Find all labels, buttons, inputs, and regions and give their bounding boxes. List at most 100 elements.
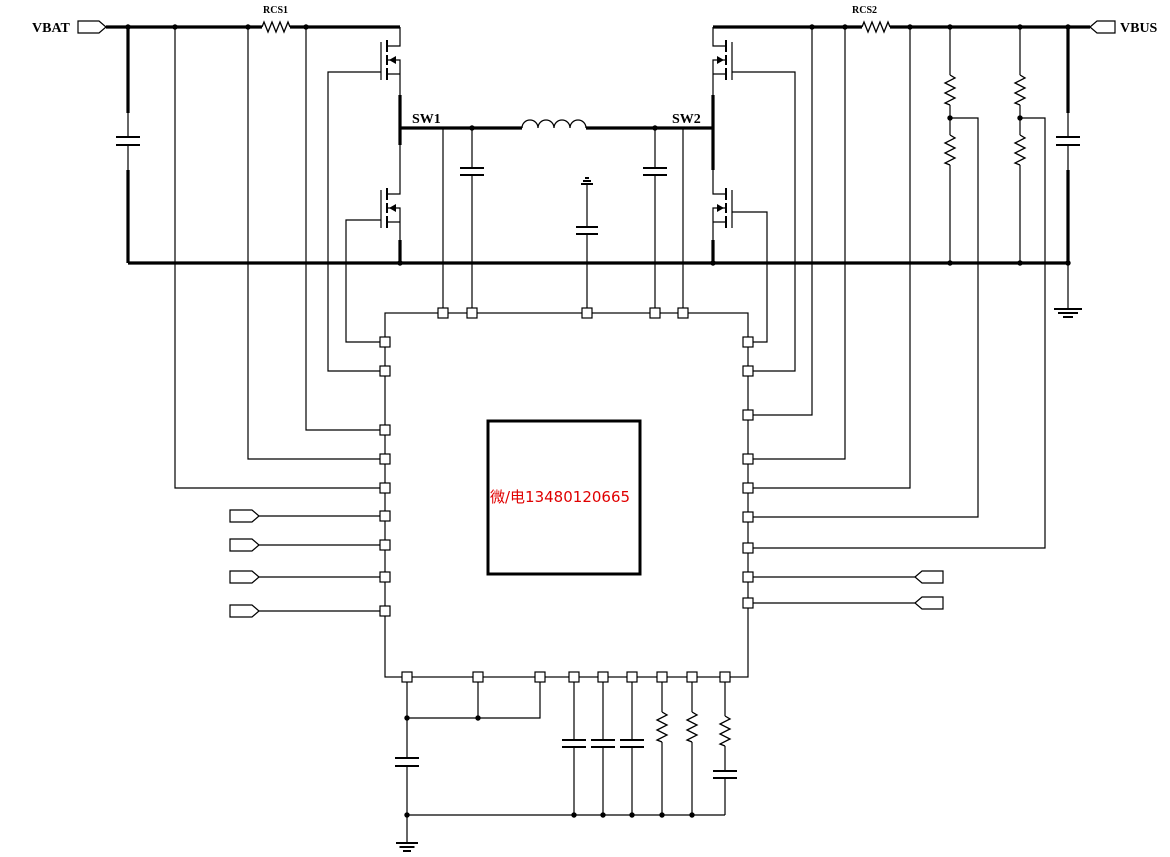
chip-pin (379, 482, 391, 494)
right-pin-connections (732, 27, 1046, 610)
junction-dot (809, 24, 815, 30)
boot-cap-2-plates (643, 167, 667, 176)
io-port-icon (229, 570, 260, 584)
divider-resistor-bottom (943, 134, 957, 166)
mosfet-drain (387, 145, 401, 195)
junction-dot (907, 24, 913, 30)
feedback-2 (753, 117, 1046, 549)
junction-dot (404, 812, 410, 818)
mosfet-body-source (712, 59, 726, 95)
chip-pin (379, 539, 391, 551)
output-capacitor (1054, 27, 1082, 318)
mosfet-body-source (387, 207, 401, 240)
chip-pin (677, 307, 689, 319)
vbus-label: VBUS (1120, 21, 1158, 36)
chip-pin (742, 453, 754, 465)
rcs2-sense-right (753, 27, 911, 489)
junction-dot (947, 260, 953, 266)
mosfet-arrow-icon (717, 204, 724, 212)
junction-dot (842, 24, 848, 30)
junction-dot (1065, 260, 1071, 266)
mosfet-arrow-icon (389, 56, 396, 64)
chip-pin (597, 671, 609, 683)
vbat-port-icon (77, 20, 107, 34)
chip-pin (742, 597, 754, 609)
rcs2-sense-left (753, 27, 813, 416)
filter-cap-1-plates (562, 739, 586, 748)
chip-pin (742, 365, 754, 377)
switch-node-2: SW2 (586, 95, 715, 170)
chip-pin (437, 307, 449, 319)
comp-resistor (718, 715, 732, 747)
comp-cap-plates (713, 770, 737, 779)
mosfet-arrow-icon (389, 204, 396, 212)
chip-pin (472, 671, 484, 683)
chip-die (486, 419, 642, 576)
vbat-label: VBAT (32, 21, 71, 36)
rcs1-label: RCS1 (263, 5, 288, 16)
junction-dot (652, 125, 658, 131)
tie-wire-1 (407, 682, 479, 719)
mosfet-body-source (712, 207, 726, 240)
ground-icon (396, 842, 418, 852)
junction-dot (600, 812, 606, 818)
ground-icon (1054, 308, 1082, 318)
gate-drive-high-left (327, 71, 381, 372)
chip-pin (742, 511, 754, 523)
ground-icon (581, 177, 593, 185)
chip-pin (466, 307, 478, 319)
gate-drive-low-right (732, 211, 768, 343)
inductor (521, 119, 587, 129)
junction-dot (1017, 115, 1023, 121)
junction-dot (659, 812, 665, 818)
filter-cap-2-plates (591, 739, 615, 748)
mosfet-low-side-left (380, 145, 402, 263)
vbat-input: VBAT (32, 20, 107, 36)
rcs2-label: RCS2 (852, 5, 877, 16)
chip-pin (379, 571, 391, 583)
controller-chip: 微/电13480120665 (384, 312, 749, 678)
rcs1-sense-right (305, 27, 380, 431)
divider-resistor-top (943, 74, 957, 106)
chip-pins (379, 307, 754, 683)
vbus-port-icon (1089, 20, 1116, 34)
rcs2-sense-mid (753, 27, 846, 460)
mosfet-arrow-icon (717, 56, 724, 64)
divider-resistor-bottom (1013, 134, 1027, 166)
junction-dot (629, 812, 635, 818)
mosfet-drain (712, 27, 726, 47)
switch-node-1: SW1 (398, 95, 522, 145)
chip-contact-text: 微/电13480120665 (490, 488, 630, 506)
chip-pin (534, 671, 546, 683)
junction-dot (1065, 24, 1071, 30)
junction-dot (689, 812, 695, 818)
junction-dot (397, 260, 403, 266)
ground-cap-plates (395, 757, 419, 767)
left-pin-connections (174, 27, 381, 618)
mosfet-high-side-left (380, 27, 401, 95)
chip-pin (568, 671, 580, 683)
top-pin-connections (442, 128, 684, 308)
sw1-label: SW1 (412, 112, 441, 127)
input-capacitor (116, 27, 140, 263)
junction-dot (404, 715, 410, 721)
chip-pin (379, 365, 391, 377)
sw2-wire (586, 95, 715, 170)
input-cap-plates (116, 136, 140, 146)
divider-2 (1013, 27, 1027, 263)
bottom-pin-connections (395, 682, 737, 852)
junction-dot (1017, 24, 1023, 30)
chip-pin (719, 671, 731, 683)
junction-dot (947, 24, 953, 30)
mosfet-drain (387, 27, 401, 47)
chip-outline (384, 312, 749, 678)
chip-pin (626, 671, 638, 683)
junction-dot (1017, 260, 1023, 266)
junction-dots (125, 24, 1071, 818)
junction-dot (710, 260, 716, 266)
vbat-rail: RCS1 (106, 5, 400, 34)
mosfet-high-side-right (712, 27, 733, 95)
vbat-sense (174, 27, 380, 489)
divider-resistor-top (1013, 74, 1027, 106)
